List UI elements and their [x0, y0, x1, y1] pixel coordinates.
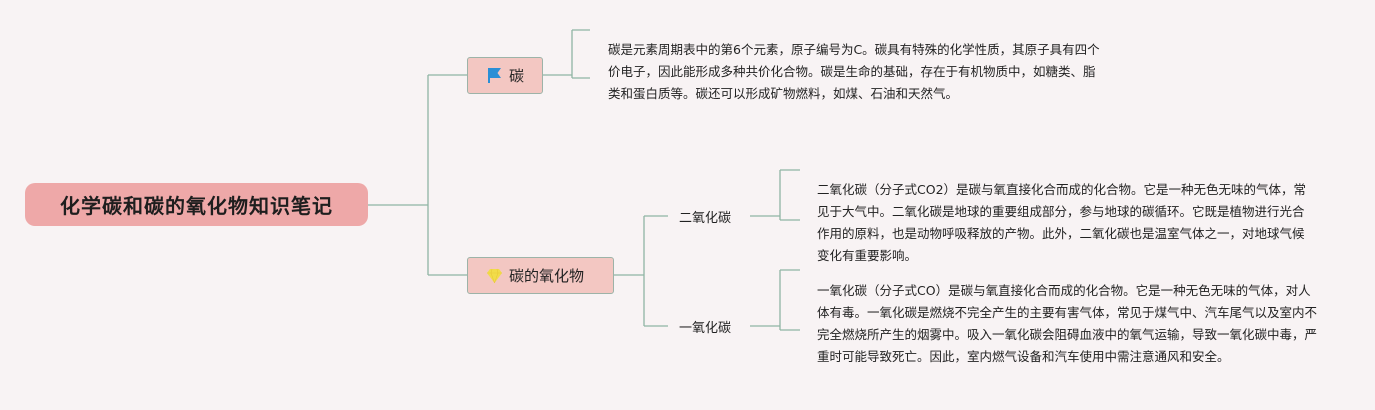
root-title: 化学碳和碳的氧化物知识笔记: [60, 194, 333, 218]
note-carbon: 碳是元素周期表中的第6个元素，原子编号为C。碳具有特殊的化学性质，其原子具有四个…: [608, 42, 1100, 101]
topic-carbon-oxides[interactable]: 碳的氧化物: [467, 257, 614, 294]
subtopic-carbon-monoxide[interactable]: 一氧化碳: [679, 321, 732, 336]
flag-icon: [486, 67, 503, 84]
topic-carbon-label: 碳: [509, 67, 525, 85]
topic-oxides-label: 碳的氧化物: [509, 267, 585, 285]
note-carbon-monoxide: 一氧化碳（分子式CO）是碳与氧直接化合而成的化合物。它是一种无色无味的气体，对人…: [817, 283, 1318, 364]
note-carbon-dioxide: 二氧化碳（分子式CO2）是碳与氧直接化合而成的化合物。它是一种无色无味的气体，常…: [817, 182, 1307, 263]
subtopic-carbon-dioxide[interactable]: 二氧化碳: [679, 211, 732, 226]
root-topic[interactable]: 化学碳和碳的氧化物知识笔记: [25, 183, 368, 226]
connector-carbon-note: [543, 29, 590, 79]
connector-root: [368, 74, 467, 276]
connector-co2-note: [750, 169, 800, 221]
topic-carbon[interactable]: 碳: [467, 57, 543, 94]
connector-co-note: [750, 269, 800, 331]
gem-icon: [486, 267, 503, 284]
connector-oxides: [614, 215, 668, 327]
